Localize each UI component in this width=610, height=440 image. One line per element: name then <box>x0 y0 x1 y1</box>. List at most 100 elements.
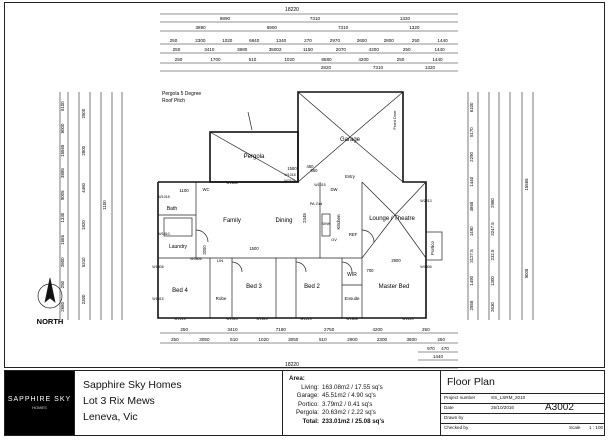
dim-top-row5: 510 <box>249 57 257 62</box>
dim-top-row2: 7310 <box>338 25 349 30</box>
dim-top-row3: 270 <box>304 38 312 43</box>
window-code: W2213 <box>300 317 311 321</box>
room-entry: Entry <box>345 174 356 179</box>
dim-top-row5: 250 <box>397 57 405 62</box>
label-2345: 2345 <box>302 213 307 223</box>
dim-right-v1: 5170 <box>469 127 474 137</box>
room-wir: WIR <box>347 272 357 278</box>
dim-bottom-row2: 250 <box>437 337 445 342</box>
dim-right-v1: 1440 <box>469 176 474 186</box>
dim-top-row4: 35002 <box>269 47 282 52</box>
window-code: W1808 <box>152 265 163 269</box>
lot-name: Lot 3 Rix Mews <box>83 395 155 407</box>
label-650: 650 <box>311 168 319 173</box>
checked-label: Checked by <box>444 425 469 430</box>
company-name: Sapphire Sky Homes <box>83 379 182 391</box>
dim-right-v1: 3127.5 <box>469 249 474 263</box>
room-portico: Portico <box>430 241 435 256</box>
label-700: 700 <box>367 268 375 273</box>
plan-info-grid: Project number SS_LSRM_2010 Date 25/10/2… <box>441 393 604 435</box>
label-1580: 1580 <box>287 166 297 171</box>
drawn-label: Drawn by <box>444 415 464 420</box>
room-sink: SINK <box>321 221 331 226</box>
dim-right-v2: 9005 <box>524 268 529 278</box>
dim-top-row3: 1340 <box>276 38 287 43</box>
project-number: SS_LSRM_2010 <box>491 395 526 400</box>
dim-right-v2: 15565 <box>524 178 529 191</box>
dim-top-row1: 9890 <box>220 16 231 21</box>
floor-plan-drawing: NORTH 18220 18220 Garage Pergola Pergola… <box>37 7 534 369</box>
dim-top-row3: 1440 <box>437 38 448 43</box>
dim-bottom-row1: 4200 <box>372 327 383 332</box>
room-ref: REF <box>349 232 358 237</box>
room-robe: Robe <box>216 296 227 301</box>
dim-bottom-row1: 2750 <box>324 327 335 332</box>
room-master: Master Bed <box>379 284 410 290</box>
dim-right-v1: 2290 <box>469 152 474 162</box>
dim-right-inner: 1300 <box>490 276 495 286</box>
date-row: Date 25/10/2016 <box>441 403 604 414</box>
checked-row: Checked by Scale 1 : 100 <box>441 423 604 434</box>
dim-left-v2: 5310 <box>81 257 86 267</box>
area-label: Living: <box>301 383 319 391</box>
dim-top-row2: 1320 <box>409 25 420 30</box>
dim-right-v1: 4865 <box>469 201 474 211</box>
project-number-row: Project number SS_LSRM_2010 <box>441 393 604 404</box>
scale-value: 1 : 100 <box>589 425 604 430</box>
dim-top-row6: 2820 <box>321 65 332 70</box>
dim-bottom-row3: 470 <box>441 346 449 351</box>
dim-top-row3: 250 <box>412 38 420 43</box>
dim-top-row3: 1020 <box>222 38 233 43</box>
dim-top-row6: 7310 <box>373 65 384 70</box>
dim-top-row3: 2800 <box>384 38 395 43</box>
room-ov: OV <box>331 237 337 242</box>
area-rows: Living:163.08m2 / 17.55 sq's Garage:45.5… <box>289 384 387 427</box>
area-label: Pergola: <box>295 409 319 417</box>
window-code: W1810 <box>158 232 169 236</box>
dim-left-v3: 1100 <box>102 200 107 210</box>
dim-top-row4: 4200 <box>369 47 380 52</box>
dim-top-row3: 250 <box>170 38 178 43</box>
dim-bottom-row2: 2900 <box>347 337 358 342</box>
dim-top-row6: 1320 <box>425 65 436 70</box>
dim-top-row5: 1440 <box>432 57 443 62</box>
dim-left-v1: 3885 <box>60 168 65 178</box>
drawing-frame <box>4 2 605 368</box>
label-2900: 2900 <box>391 258 401 263</box>
room-bath: Bath <box>167 206 178 212</box>
dim-bottom-row2: 250 <box>171 337 179 342</box>
dim-left-v1: 250 <box>60 280 65 288</box>
north-arrow <box>37 277 63 309</box>
dim-bottom-row2: 510 <box>319 337 327 342</box>
dim-right-v1: 1490 <box>469 275 474 285</box>
room-bed4: Bed 4 <box>172 288 188 294</box>
room-front-door: Front Door <box>392 110 397 130</box>
logo-sub-text: HOMES <box>32 405 47 410</box>
room-pa: PA Grd <box>310 201 323 206</box>
dim-right-v1: 2555 <box>469 300 474 310</box>
area-row: Living:163.08m2 / 17.55 sq's <box>289 384 387 393</box>
dim-top-row3: 2970 <box>330 38 341 43</box>
dim-top-row3: 2600 <box>357 38 368 43</box>
dim-left-v1: 1665 <box>60 235 65 245</box>
room-family: Family <box>223 218 241 224</box>
north-label: NORTH <box>37 317 64 326</box>
dim-top-row4: 2070 <box>336 47 347 52</box>
area-label: Total: <box>302 417 319 425</box>
label-1500: 1500 <box>249 246 259 251</box>
plan-info: Floor Plan Project number SS_LSRM_2010 D… <box>441 371 604 435</box>
pergola-note-2: Roof Pitch <box>162 98 185 104</box>
drawn-row: Drawn by <box>441 413 604 424</box>
window-code: W2220 <box>402 317 413 321</box>
area-row: Portico:3.79m2 / 0.41 sq's <box>289 401 387 410</box>
dim-left-v1: 15565 <box>60 144 65 157</box>
dim-top-row4: 1150 <box>303 47 313 52</box>
dim-left-v2: 2800 <box>81 145 86 155</box>
room-lounge: Lounge / Theatre <box>369 216 415 222</box>
label-450: 450 <box>307 164 315 169</box>
dim-bottom-row3: 970 <box>427 346 435 351</box>
room-bed3: Bed 3 <box>246 284 262 290</box>
dim-top-row1: 1320 <box>400 16 411 21</box>
label-2000: 2000 <box>202 245 207 255</box>
window-code: W1015 <box>226 317 237 321</box>
